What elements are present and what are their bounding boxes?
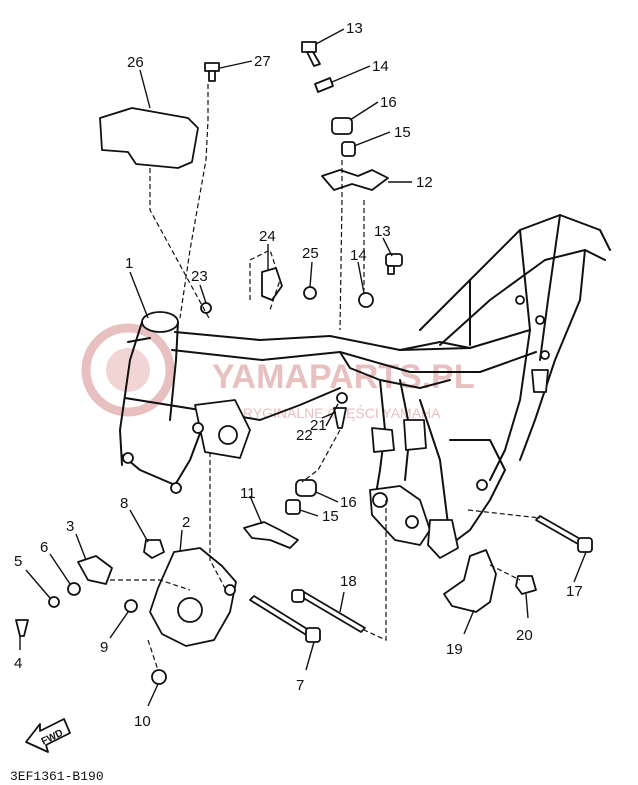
callout-12: 12 xyxy=(416,174,433,191)
callout-15-lower: 15 xyxy=(322,508,339,525)
part-19-bracket xyxy=(443,549,497,613)
part-8-nut xyxy=(143,539,165,559)
callout-19: 19 xyxy=(446,641,463,658)
fwd-arrow: FWD xyxy=(25,718,71,753)
part-11-bracket xyxy=(243,521,299,549)
callout-labels: 1 2 3 4 5 6 7 8 9 10 11 12 13 13 14 14 1… xyxy=(14,20,583,730)
callout-5: 5 xyxy=(14,553,22,570)
part-13-bolt-right xyxy=(385,253,403,275)
part-22-nut xyxy=(336,392,348,404)
callout-25: 25 xyxy=(302,245,319,262)
callout-8: 8 xyxy=(120,495,128,512)
part-16-damper-lower xyxy=(295,479,317,497)
part-26-cover xyxy=(99,107,199,169)
part-24-clamp xyxy=(261,267,283,301)
part-21-bolt xyxy=(333,407,347,429)
leader-lines xyxy=(19,28,587,707)
callout-16-top: 16 xyxy=(380,94,397,111)
part-12-bracket xyxy=(321,169,389,191)
part-20-nut xyxy=(515,575,537,595)
callout-10: 10 xyxy=(134,713,151,730)
callout-2: 2 xyxy=(182,514,190,531)
callout-3: 3 xyxy=(66,518,74,535)
callout-22: 22 xyxy=(296,427,313,444)
part-2-engine-bracket xyxy=(149,547,237,647)
part-9-washer xyxy=(124,599,138,613)
callout-14-top: 14 xyxy=(372,58,389,75)
part-17-bolt xyxy=(535,515,583,545)
part-10-nut xyxy=(151,669,167,685)
callout-1: 1 xyxy=(125,255,133,272)
callout-27: 27 xyxy=(254,53,271,70)
part-3-bracket xyxy=(77,555,113,585)
callout-23: 23 xyxy=(191,268,208,285)
callout-26: 26 xyxy=(127,54,144,71)
watermark: YAMAPARTS.PL ORYGINALNE CZĘŚCI YAMAHA xyxy=(81,323,475,421)
part-14-spacer-top xyxy=(314,77,334,93)
callout-4: 4 xyxy=(14,655,22,672)
callout-20: 20 xyxy=(516,627,533,644)
callout-15-top: 15 xyxy=(394,124,411,141)
callout-21: 21 xyxy=(310,417,327,434)
callout-14-right: 14 xyxy=(350,247,367,264)
callout-18: 18 xyxy=(340,573,357,590)
part-27-bolt xyxy=(204,62,220,82)
callout-11: 11 xyxy=(240,485,256,502)
callout-9: 9 xyxy=(100,639,108,656)
main-frame xyxy=(119,214,611,559)
part-25-nut xyxy=(303,286,317,300)
watermark-brand: YAMAPARTS.PL xyxy=(212,358,475,396)
part-6-washer xyxy=(67,582,81,596)
diagram-code: 3EF1361-B190 xyxy=(10,769,104,784)
part-16-damper-top xyxy=(331,117,353,135)
callout-17: 17 xyxy=(566,583,583,600)
part-14-spacer-right xyxy=(358,292,374,308)
callout-7: 7 xyxy=(296,677,304,694)
part-15-collar-lower xyxy=(285,499,301,515)
callout-16-lower: 16 xyxy=(340,494,357,511)
part-13-bolt-top xyxy=(301,41,321,67)
callout-13-top: 13 xyxy=(346,20,363,37)
part-15-collar-top xyxy=(341,141,356,157)
part-4-screw xyxy=(15,619,29,637)
part-23-screw xyxy=(200,302,212,314)
callout-13-right: 13 xyxy=(374,223,391,240)
callout-24: 24 xyxy=(259,228,276,245)
callout-6: 6 xyxy=(40,539,48,556)
part-5-nut xyxy=(48,596,60,608)
part-18-long-bolt xyxy=(299,591,366,633)
watermark-logo-ring xyxy=(81,323,175,417)
